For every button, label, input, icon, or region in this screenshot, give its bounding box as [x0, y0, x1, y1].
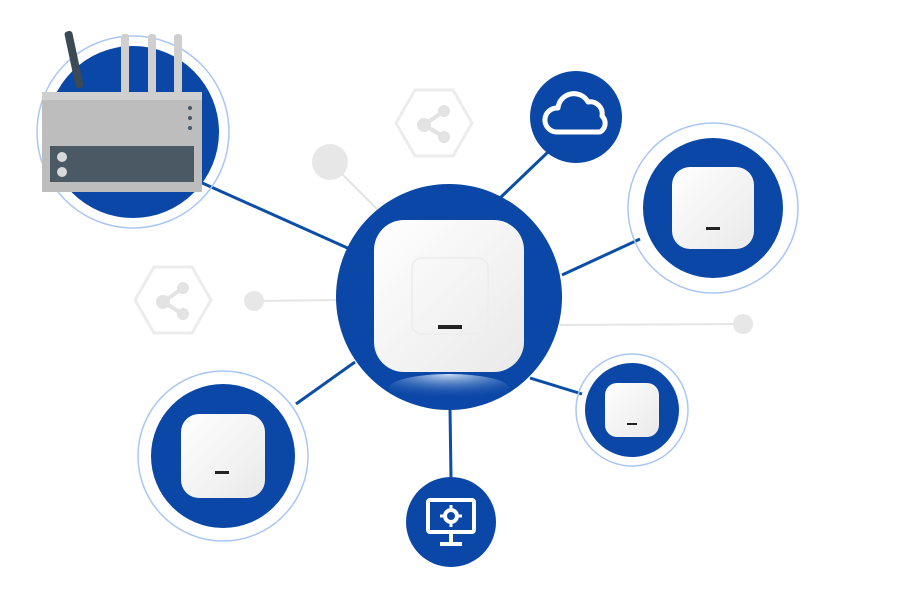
cloud-node[interactable]	[530, 71, 622, 163]
link-management-monitor	[448, 407, 453, 479]
link-router	[199, 180, 353, 252]
faint-dot	[244, 291, 264, 311]
central-access-point-node[interactable]	[336, 184, 562, 410]
router-icon	[42, 30, 202, 192]
monitor-gear-icon	[426, 498, 476, 546]
node-ring	[575, 353, 689, 467]
faint-connector	[559, 323, 744, 326]
ceiling-access-point-icon	[181, 414, 265, 498]
node-disc	[530, 71, 622, 163]
connections	[199, 150, 641, 479]
link-cloud	[498, 150, 550, 200]
node-ring	[137, 370, 309, 542]
node-ring	[627, 122, 799, 294]
link-access-point-small	[529, 376, 583, 396]
ceiling-access-point-icon	[374, 220, 524, 372]
router-node[interactable]	[36, 30, 230, 229]
background-decor	[133, 88, 753, 335]
link-access-point-left	[295, 360, 356, 406]
cloud-icon	[542, 91, 608, 135]
ceiling-access-point-icon	[605, 383, 659, 437]
node-ring	[36, 35, 230, 229]
faint-dot	[312, 144, 348, 180]
access-point-right-node[interactable]	[627, 122, 799, 294]
link-access-point-right	[561, 237, 641, 277]
ceiling-access-point-icon	[672, 167, 754, 249]
management-monitor-node[interactable]	[406, 477, 496, 567]
access-point-left-node[interactable]	[137, 370, 309, 542]
faint-connector	[253, 299, 341, 302]
reflection	[389, 374, 509, 402]
access-point-small-node[interactable]	[575, 353, 689, 467]
faint-dot	[733, 314, 753, 334]
share-hexagon-icon	[394, 88, 474, 158]
share-hexagon-icon	[133, 265, 213, 335]
